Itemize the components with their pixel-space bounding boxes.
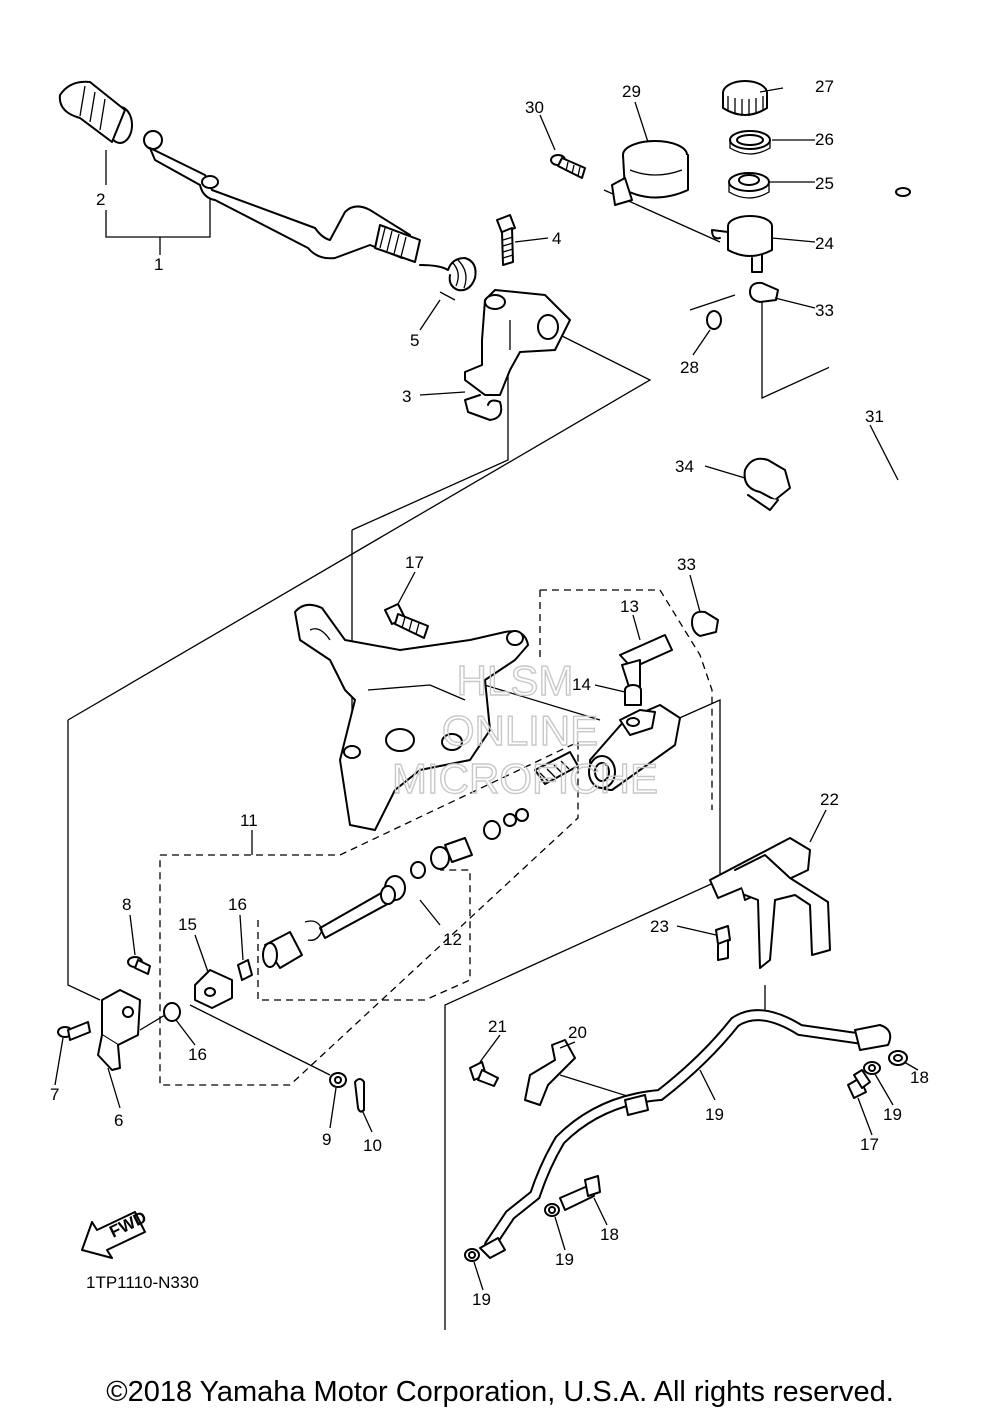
part-label-17: 17 [405,553,424,572]
group-outline-master [539,589,713,810]
part-label-16-top: 16 [228,895,247,914]
label-leaders [54,87,919,1291]
washer-19-right-bottom [863,1061,881,1075]
part-label-14: 14 [572,675,591,694]
frame-bracket [294,603,529,831]
washer-9 [329,1072,347,1088]
union-bolt-14 [624,684,642,706]
part-label-25: 24 [815,234,834,253]
part-label-24: 23 [650,917,669,936]
union-bolt-18-right [847,1069,871,1099]
part-label-23: 22 [820,790,839,809]
piston-kit-12 [262,751,579,969]
nut-16-top [237,959,253,981]
part-label-32: 31 [865,407,884,426]
group-outline-12 [257,869,471,1001]
watermark-line-3: MICROFICHE [392,755,658,802]
part-label-6: 6 [114,1111,123,1130]
reservoir-plate-27 [729,130,771,155]
brake-hose-20 [479,1009,892,1259]
grommet-29 [706,310,722,330]
part-label-9: 9 [322,1130,331,1149]
screw-7 [57,1021,91,1041]
reservoir-25 [711,215,773,273]
washer-19-bottom-left [464,1248,480,1262]
screw-31 [550,154,586,179]
part-label-31: 30 [525,98,544,117]
diaphragm-26 [728,172,770,199]
bolt-17 [384,603,429,639]
clevis-15 [194,969,233,1009]
part-label-16-bottom: 16 [188,1045,207,1064]
part-label-27: 26 [815,130,834,149]
hose-clip-34 [743,457,791,511]
watermark: HLSM ONLINE MICROFICHE [391,656,658,802]
part-label-33-bottom: 33 [677,555,696,574]
part-label-22: 21 [488,1017,507,1036]
part-label-28: 27 [815,77,834,96]
master-cylinder [588,704,681,791]
washer-19-bottom-mid [544,1203,560,1217]
diagram-code: 1TP1110-N330 [86,1273,199,1292]
part-label-1: 1 [154,255,163,274]
part-label-18-bottom: 18 [600,1225,619,1244]
part-label-7: 7 [50,1085,59,1104]
copyright-notice: ©2018 Yamaha Motor Corporation, U.S.A. A… [106,1376,894,1408]
washer-19-right-top [888,1050,908,1066]
part-label-10: 10 [363,1136,382,1155]
part-label-19-right-top: 18 [910,1068,929,1087]
part-label-19-right-bottom: 19 [883,1105,902,1124]
fwd-arrow-icon: FWD [81,1208,150,1259]
bolt-24 [715,925,731,961]
part-label-8: 8 [122,895,131,914]
part-label-12: 12 [443,930,462,949]
cotter-pin-10 [354,1078,365,1113]
part-label-2: 2 [96,190,105,209]
watermark-line-2: ONLINE [442,707,598,754]
hose-guide-23 [709,837,831,969]
part-label-4: 4 [552,229,561,248]
part-label-30: 29 [622,82,641,101]
brake-hose-32 [723,185,934,625]
brake-pedal [58,80,421,263]
clamp-33-top [749,281,779,303]
watermark-line-1: HLSM [457,657,574,704]
part-label-3: 3 [402,387,411,406]
nut-16-bottom [163,1002,181,1022]
part-label-29: 28 [680,358,699,377]
part-label-19-bottom-mid: 19 [555,1250,574,1269]
group-outline-11 [159,740,579,1086]
part-number-labels: 27 26 25 24 33 29 30 28 31 34 33 13 14 1… [50,77,929,1309]
part-label-34: 34 [675,457,694,476]
part-label-26: 25 [815,174,834,193]
part-label-20: 19 [705,1105,724,1124]
part-label-19-bottom-left: 19 [472,1290,491,1309]
part-label-18-right: 17 [860,1135,879,1154]
reservoir-cap-28 [722,80,768,116]
hose-bracket-21 [524,1039,576,1106]
part-label-13: 13 [620,597,639,616]
hose-joint-13 [619,634,673,691]
reservoir-holder-30 [611,140,689,206]
part-label-5: 5 [410,331,419,350]
bolt-8 [127,956,151,975]
return-spring [419,257,477,301]
pedal-bracket [464,289,571,421]
switch-bracket-6 [97,989,141,1071]
part-label-15: 15 [178,915,197,934]
bolt-22 [469,1061,499,1087]
part-label-11: 11 [240,811,258,830]
part-label-33-top: 33 [815,301,834,320]
bolt-4 [496,214,516,266]
part-label-21: 20 [568,1023,587,1042]
union-bolt-18-bottom [559,1175,601,1211]
clamp-33-bottom [691,610,719,637]
part-1-bracket [105,150,211,255]
